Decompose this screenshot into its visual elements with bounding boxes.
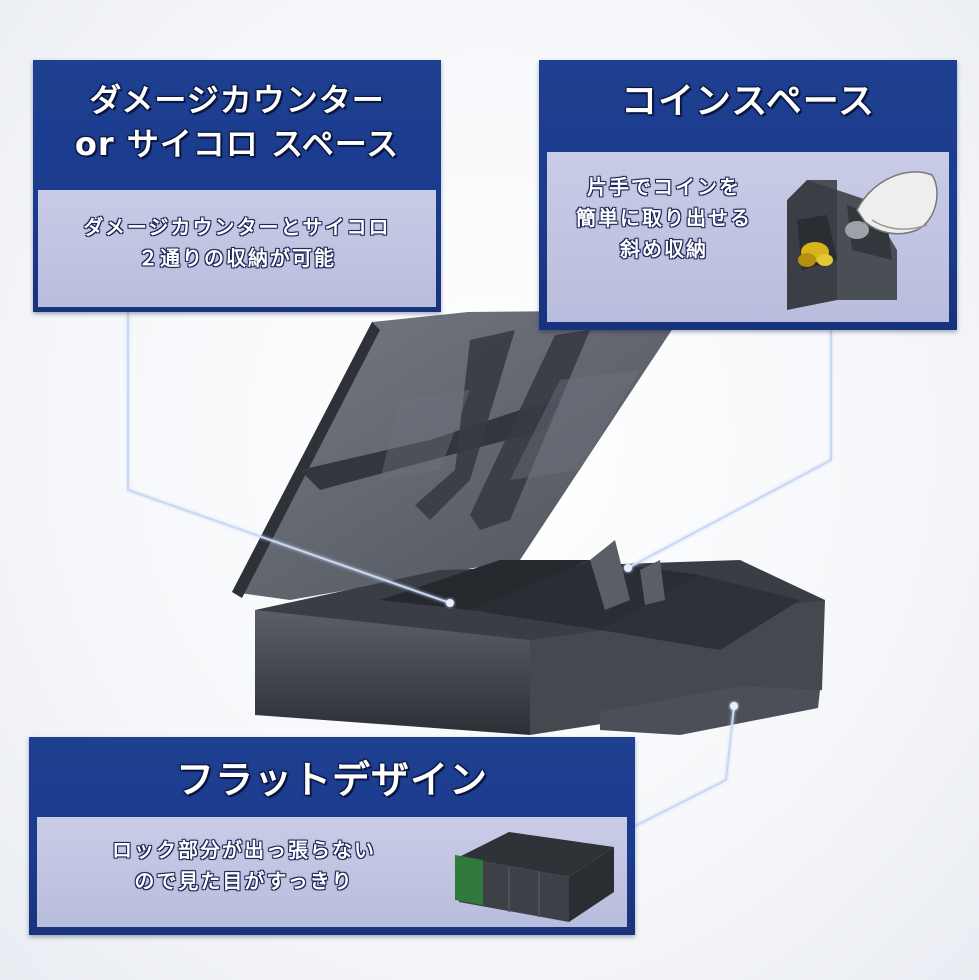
closed-case-icon <box>455 832 614 922</box>
desc-line-2: ２通りの収納が可能 <box>138 246 336 270</box>
feature-title-coin: コインスペース <box>621 81 875 122</box>
desc-line-1: ダメージカウンターとサイコロ <box>83 215 391 239</box>
desc-line-1: ロック部分が出っ張らない <box>112 838 376 862</box>
desc-line-2: ので見た目がすっきり <box>134 869 354 893</box>
feature-panel-coin-space: コインスペース 片手でコインを 簡単に取り出せる 斜め収納 <box>539 60 957 330</box>
desc-line-2: 簡単に取り出せる <box>576 206 752 230</box>
desc-line-1: 片手でコインを <box>587 175 741 199</box>
case-lid <box>232 310 685 600</box>
title-line-2: or サイコロ スペース <box>74 125 400 163</box>
feature-desc-damage: ダメージカウンターとサイコロ ２通りの収納が可能 <box>33 212 441 274</box>
leader-line-flat <box>634 705 735 827</box>
title-line-1: ダメージカウンター <box>89 81 385 119</box>
leader-line-coin <box>627 330 832 569</box>
hand-taking-coin-icon <box>787 171 938 310</box>
feature-desc-coin: 片手でコインを 簡単に取り出せる 斜め収納 <box>549 172 779 265</box>
feature-panel-damage-counter: ダメージカウンター or サイコロ スペース ダメージカウンターとサイコロ ２通… <box>33 60 441 312</box>
feature-body-damage <box>38 190 436 307</box>
feature-title-flat: フラットデザイン <box>175 758 488 802</box>
leader-line-damage <box>127 312 451 604</box>
feature-title-damage: ダメージカウンター or サイコロ スペース <box>33 78 441 166</box>
feature-panel-flat-design: フラットデザイン ロック部分が出っ張らない ので見た目がすっきり <box>29 737 635 935</box>
desc-line-3: 斜め収納 <box>620 237 708 261</box>
feature-desc-flat: ロック部分が出っ張らない ので見た目がすっきり <box>49 835 439 897</box>
